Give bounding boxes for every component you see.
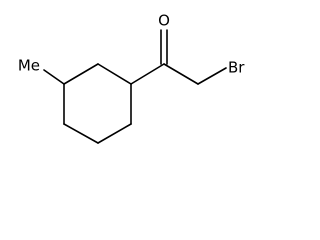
methyl-label: Me: [18, 57, 40, 75]
ring-bond-3: [97, 123, 132, 144]
ring-bond-6: [63, 63, 99, 85]
ring-bond-4: [63, 123, 99, 144]
molecule-diagram: O Br Me: [18, 12, 245, 144]
bromine-label: Br: [228, 59, 245, 77]
methyl-bond: [43, 69, 65, 85]
oxygen-label: O: [158, 12, 170, 30]
carbonyl-ch2-bond: [163, 63, 199, 85]
ch2-br-bond: [197, 67, 227, 85]
ring-carbonyl-bond: [130, 63, 165, 85]
ring-bond-1: [97, 63, 132, 85]
